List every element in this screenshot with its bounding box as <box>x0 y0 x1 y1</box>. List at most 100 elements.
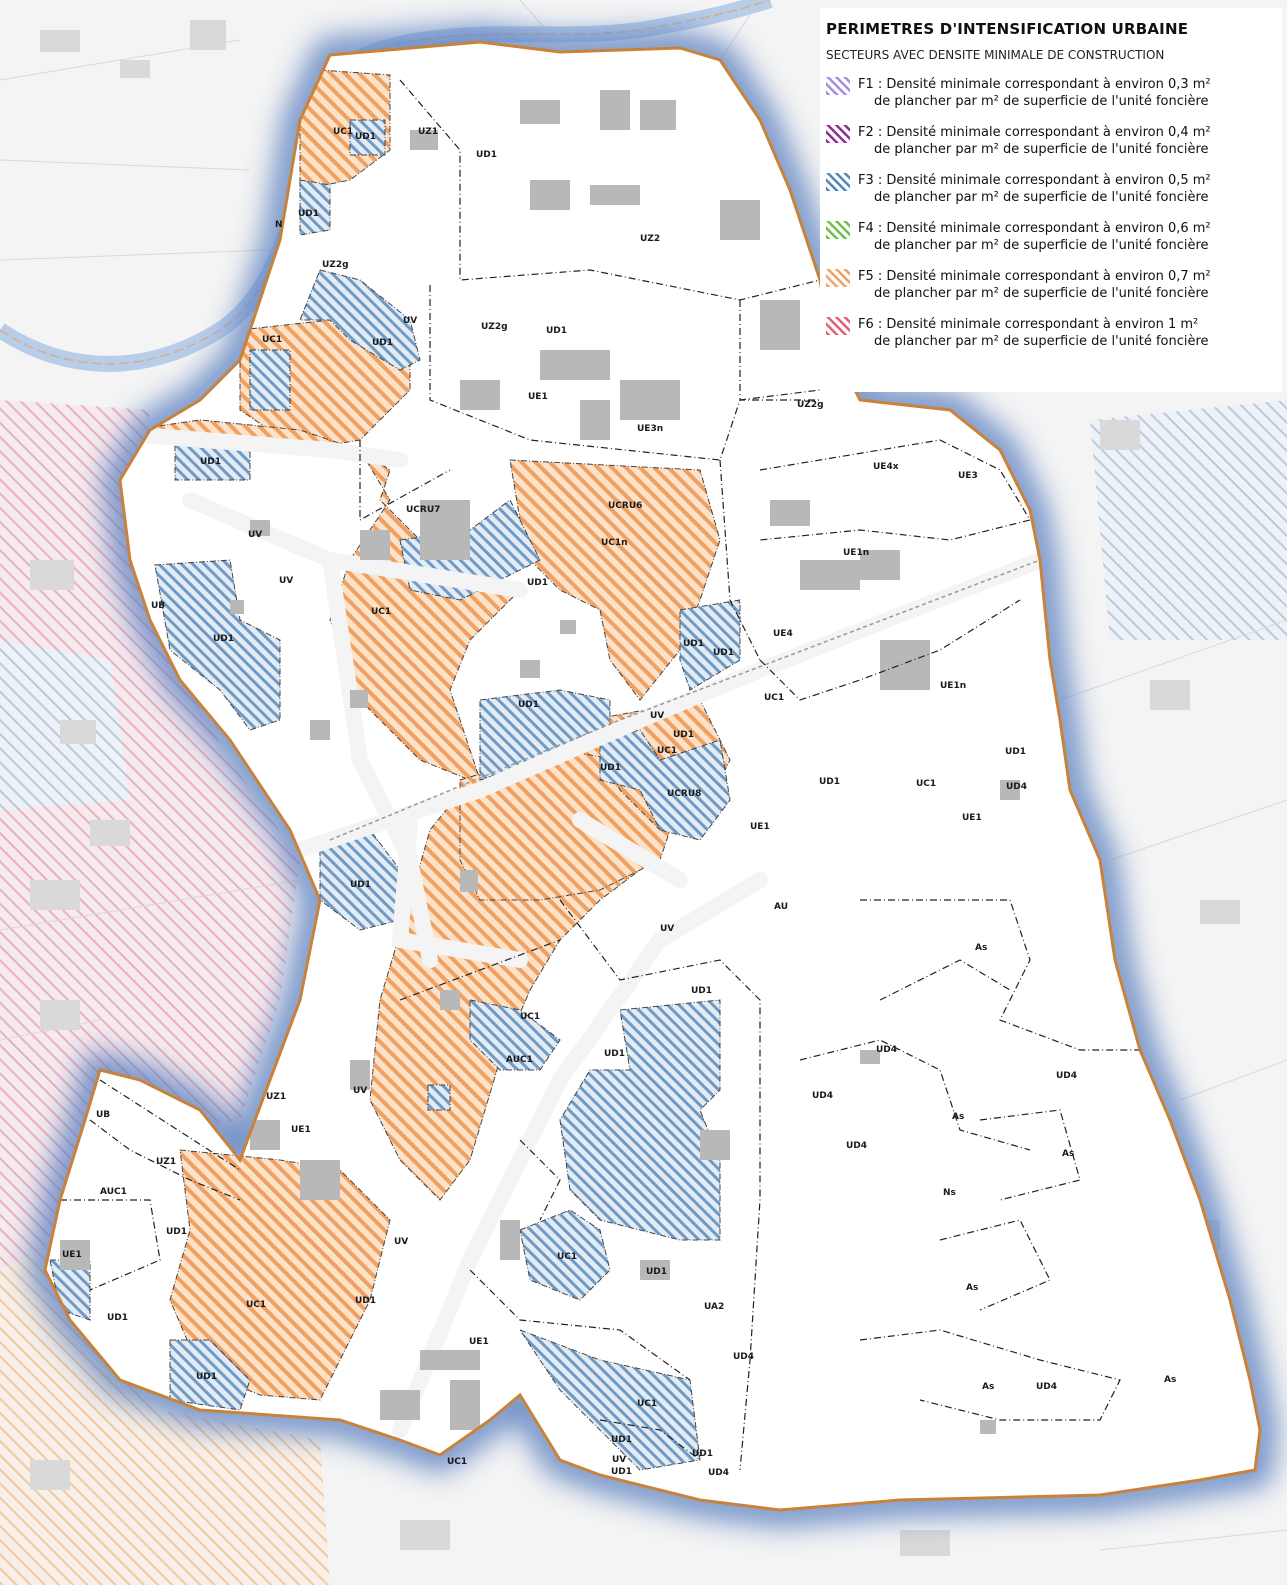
zone-label: UV <box>660 924 674 934</box>
zone-label: UZ1 <box>156 1157 176 1167</box>
zone-label: UD1 <box>691 986 712 996</box>
legend-item-f5: F5 : Densité minimale correspondant à en… <box>826 268 1274 302</box>
zone-label: UD1 <box>355 132 376 142</box>
zone-label: UE1 <box>528 392 548 402</box>
zone-label: UD4 <box>733 1352 754 1362</box>
perimeter-boundary <box>43 40 1262 1512</box>
legend-item-line2: de plancher par m² de superficie de l'un… <box>874 334 1209 349</box>
zone-label: UV <box>650 711 664 721</box>
legend-title: PERIMETRES D'INTENSIFICATION URBAINE <box>826 20 1189 38</box>
zone-label: UD4 <box>876 1045 897 1055</box>
f3-zone-ud1-north <box>349 119 386 156</box>
zone-label: UD1 <box>1005 747 1026 757</box>
legend-item-f2: F2 : Densité minimale correspondant à en… <box>826 124 1274 158</box>
legend-subtitle: SECTEURS AVEC DENSITE MINIMALE DE CONSTR… <box>826 48 1165 62</box>
zone-label: UE1 <box>291 1125 311 1135</box>
zone-label: UE1n <box>843 548 869 558</box>
zone-label: UZ2g <box>797 400 824 410</box>
zone-label: UE4 <box>773 629 793 639</box>
zone-label: As <box>1062 1149 1074 1159</box>
outside-red-hatch-zone <box>0 400 300 1280</box>
zone-label: UV <box>353 1086 367 1096</box>
legend-item-line1: F1 : Densité minimale correspondant à en… <box>858 77 1211 92</box>
zone-label: As <box>952 1112 964 1122</box>
zone-label: UD1 <box>611 1467 632 1477</box>
zone-label: UD1 <box>196 1372 217 1382</box>
zone-label: UV <box>248 530 262 540</box>
zone-label: UD1 <box>372 338 393 348</box>
zone-label: AUC1 <box>506 1055 533 1065</box>
zone-label: UV <box>394 1237 408 1247</box>
zone-label: UCRU8 <box>667 789 701 799</box>
zone-label: As <box>982 1382 994 1392</box>
zone-label: UD4 <box>1006 782 1027 792</box>
zone-label: UC1 <box>371 607 391 617</box>
legend-swatch-f2 <box>826 125 850 143</box>
zone-label: As <box>966 1283 978 1293</box>
zone-label: UD4 <box>1056 1071 1077 1081</box>
zone-label: UE3 <box>958 471 978 481</box>
zone-label: UZ1 <box>266 1092 286 1102</box>
f5-zone-north <box>299 69 391 191</box>
zone-label: UD1 <box>213 634 234 644</box>
zone-label: UD1 <box>673 730 694 740</box>
zone-label: UD1 <box>819 777 840 787</box>
buildings <box>60 90 1020 1434</box>
f3-zone-ud1-west-a <box>174 444 251 481</box>
zone-label: UV <box>279 576 293 586</box>
zone-label: Ns <box>943 1188 956 1198</box>
major-roads <box>132 427 1048 1438</box>
legend-item-f3: F3 : Densité minimale correspondant à en… <box>826 172 1274 206</box>
f3-zone-ud1-small <box>427 1084 451 1111</box>
f3-zone-uc1-nw <box>249 349 291 411</box>
zone-label: UB <box>96 1110 110 1120</box>
legend-swatch-f6 <box>826 317 850 335</box>
zone-label: UD1 <box>476 150 497 160</box>
zone-label: UD1 <box>646 1267 667 1277</box>
legend-item-line1: F5 : Densité minimale correspondant à en… <box>858 269 1211 284</box>
zone-label: UD1 <box>518 700 539 710</box>
legend-item-f1: F1 : Densité minimale correspondant à en… <box>826 76 1274 110</box>
legend-item-line1: F4 : Densité minimale correspondant à en… <box>858 221 1211 236</box>
outside-blue-hatch-zone-east <box>1090 400 1287 640</box>
zone-label: UZ2g <box>481 322 508 332</box>
zone-label: UC1 <box>916 779 936 789</box>
zone-label: As <box>975 943 987 953</box>
zone-boundaries <box>60 79 1140 1471</box>
f3-zone-ud1-nw <box>299 179 331 236</box>
zone-label: UZ2g <box>322 260 349 270</box>
legend-item-line2: de plancher par m² de superficie de l'un… <box>874 286 1209 301</box>
legend-panel: PERIMETRES D'INTENSIFICATION URBAINE SEC… <box>820 8 1282 392</box>
zone-label: UV <box>612 1455 626 1465</box>
zone-label: UD1 <box>604 1049 625 1059</box>
zone-label: UD4 <box>846 1141 867 1151</box>
zone-label: UE1 <box>962 813 982 823</box>
zone-label: UD1 <box>350 880 371 890</box>
zone-label: UD1 <box>713 648 734 658</box>
zone-label: UC1 <box>246 1300 266 1310</box>
zone-label: UD1 <box>200 457 221 467</box>
legend-item-line2: de plancher par m² de superficie de l'un… <box>874 94 1209 109</box>
f3-hatched-zones <box>49 119 741 1471</box>
f3-zone-ud1-west-b <box>154 559 281 731</box>
legend-swatch-f5 <box>826 269 850 287</box>
legend-item-line1: F6 : Densité minimale correspondant à en… <box>858 317 1199 332</box>
f3-zone-ud1-east <box>679 599 741 691</box>
zone-label: N <box>275 220 283 230</box>
zone-label: UCRU7 <box>406 505 440 515</box>
zone-label: UE1 <box>62 1250 82 1260</box>
f3-zone-ucru8 <box>599 729 731 841</box>
zone-labels: UC1 UD1 UZ1 UD1 N UD1 UZ2 UZ2g UV UC1 UD… <box>62 127 1176 1478</box>
zone-label: UV <box>403 316 417 326</box>
zone-label: UD4 <box>812 1091 833 1101</box>
zone-label: UE1n <box>940 681 966 691</box>
f3-zone-ud1-sw <box>169 1339 251 1411</box>
zone-label: UE3n <box>637 424 663 434</box>
zone-label: UZ2 <box>640 234 660 244</box>
zone-label: UB <box>151 601 165 611</box>
legend-item-f4: F4 : Densité minimale correspondant à en… <box>826 220 1274 254</box>
zone-label: As <box>1164 1375 1176 1385</box>
zone-label: UD1 <box>683 639 704 649</box>
legend-swatch-f3 <box>826 173 850 191</box>
